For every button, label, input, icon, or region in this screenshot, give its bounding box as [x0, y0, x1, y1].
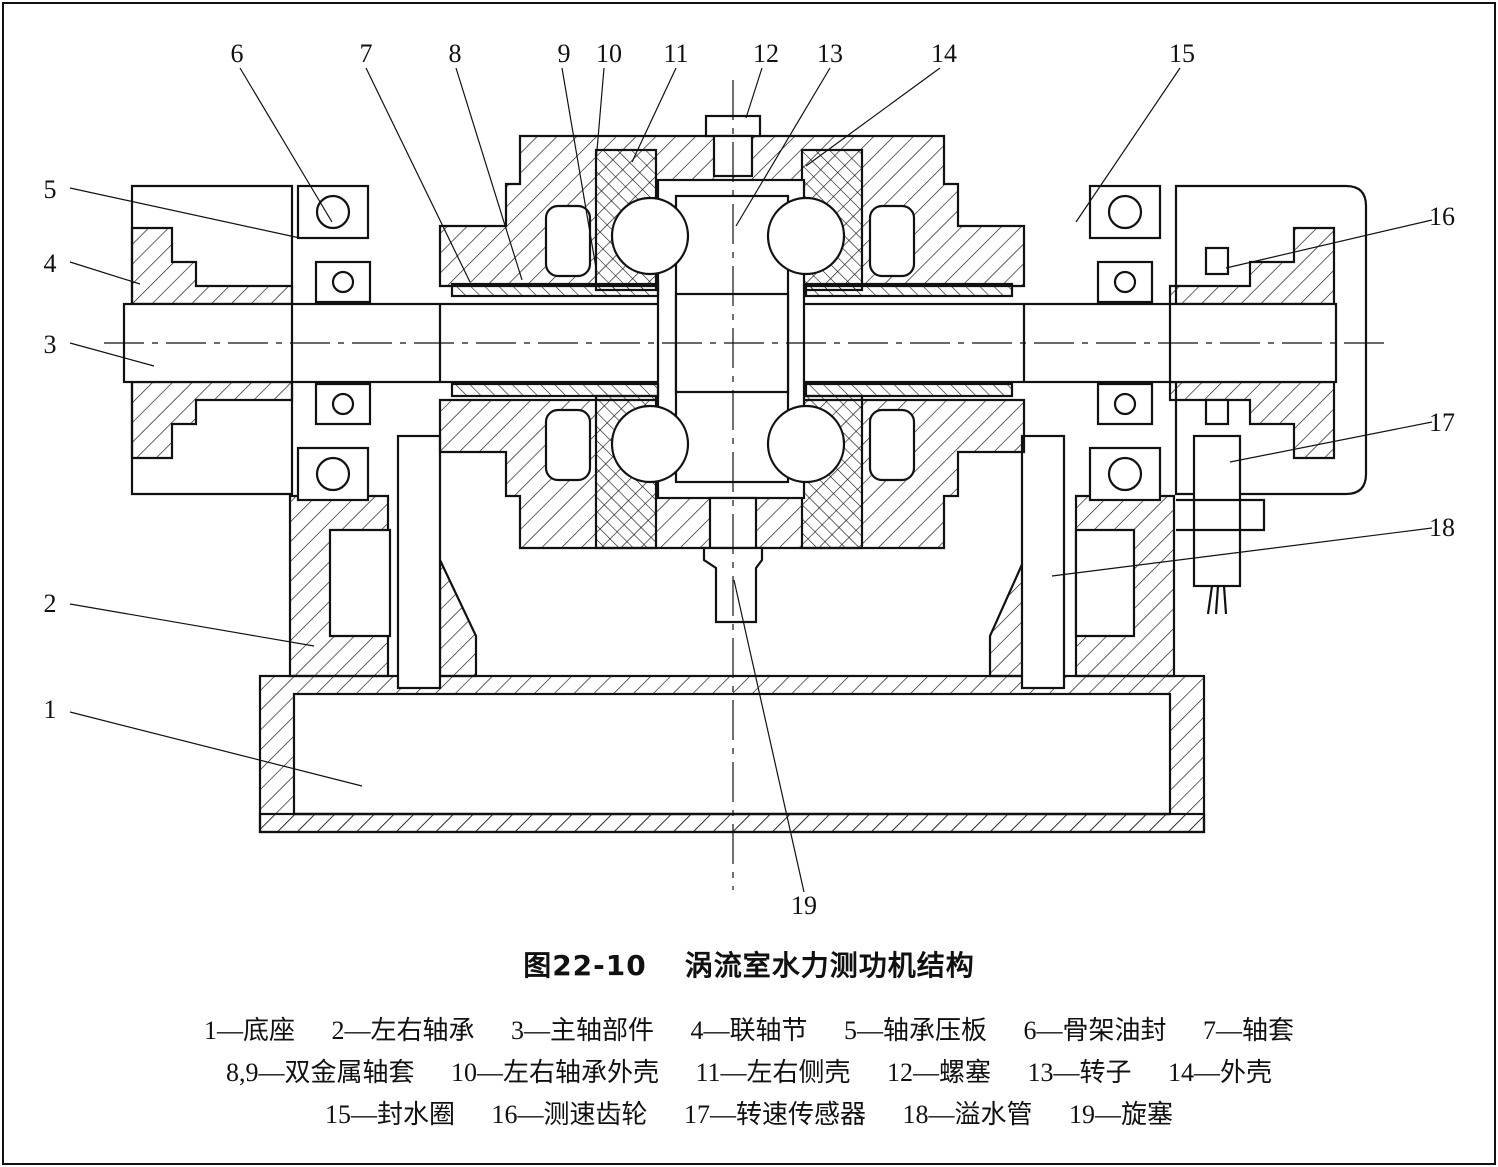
part-label-8: 8 [449, 39, 462, 68]
centre-lines [104, 80, 1390, 890]
part-label-5: 5 [44, 175, 57, 204]
part-label-1: 1 [44, 695, 57, 724]
part-label-10: 10 [596, 39, 622, 68]
part-label-15: 15 [1169, 39, 1195, 68]
legend-item: 3—主轴部件 [510, 1016, 654, 1045]
part-label-6: 6 [231, 39, 244, 68]
legend-item: 5—轴承压板 [844, 1016, 988, 1045]
shaft-sleeves [450, 282, 1014, 398]
leader-lines [69, 67, 1433, 893]
legend-item: 2—左右轴承 [331, 1016, 475, 1045]
figure-caption: 图22-10 涡流室水力测功机结构 [0, 944, 1498, 984]
legend-item: 6—骨架油封 [1023, 1016, 1167, 1045]
part-label-18: 18 [1429, 513, 1455, 542]
legend-item: 17—转速传感器 [683, 1100, 866, 1129]
left-overflow-pipe [396, 434, 442, 690]
water-chambers [544, 204, 916, 482]
legend-row-1: 1—底座 2—左右轴承 3—主轴部件 4—联轴节 5—轴承压板 6—骨架油封 7… [0, 1010, 1498, 1047]
legend-item: 14—外壳 [1168, 1058, 1273, 1087]
part-label-13: 13 [817, 39, 843, 68]
legend-item: 13—转子 [1027, 1058, 1132, 1087]
rotor [610, 178, 846, 500]
part-label-3: 3 [44, 330, 57, 359]
legend-item: 15—封水圈 [324, 1100, 455, 1129]
legend-item: 11—左右侧壳 [695, 1058, 851, 1087]
legend-item: 1—底座 [203, 1016, 295, 1045]
legend-item: 16—测速齿轮 [491, 1100, 648, 1129]
part-label-2: 2 [44, 589, 57, 618]
legend-row-2: 8,9—双金属轴套 10—左右轴承外壳 11—左右侧壳 12—螺塞 13—转子 … [0, 1052, 1498, 1089]
part-label-12: 12 [753, 39, 779, 68]
right-overflow-pipe [1020, 434, 1066, 690]
legend-item: 12—螺塞 [887, 1058, 992, 1087]
legend-item: 19—旋塞 [1069, 1100, 1174, 1129]
figure-title: 涡流室水力测功机结构 [684, 949, 975, 982]
legend-item: 10—左右轴承外壳 [450, 1058, 659, 1087]
part-label-19: 19 [791, 891, 817, 920]
legend-item: 8,9—双金属轴套 [225, 1058, 415, 1087]
legend-row-3: 15—封水圈 16—测速齿轮 17—转速传感器 18—溢水管 19—旋塞 [0, 1094, 1498, 1131]
part-label-11: 11 [663, 39, 688, 68]
figure-number: 图22-10 [523, 949, 647, 982]
legend-item: 18—溢水管 [902, 1100, 1033, 1129]
part-label-17: 17 [1429, 408, 1455, 437]
legend-item: 7—轴套 [1203, 1016, 1295, 1045]
dynamometer-cross-section-drawing: 6 7 8 9 10 11 12 13 14 15 5 4 3 16 17 18… [44, 39, 1456, 920]
part-label-9: 9 [558, 39, 571, 68]
base-section [258, 674, 1206, 834]
part-label-16: 16 [1429, 202, 1455, 231]
legend-item: 4—联轴节 [690, 1016, 808, 1045]
part-label-7: 7 [360, 39, 373, 68]
part-number-labels: 6 7 8 9 10 11 12 13 14 15 5 4 3 16 17 18… [44, 39, 1456, 920]
left-bearing-housing [288, 494, 478, 678]
right-bearing-housing [988, 494, 1176, 678]
ball-bearings [296, 184, 1162, 502]
part-label-14: 14 [931, 39, 957, 68]
part-label-4: 4 [44, 249, 57, 278]
